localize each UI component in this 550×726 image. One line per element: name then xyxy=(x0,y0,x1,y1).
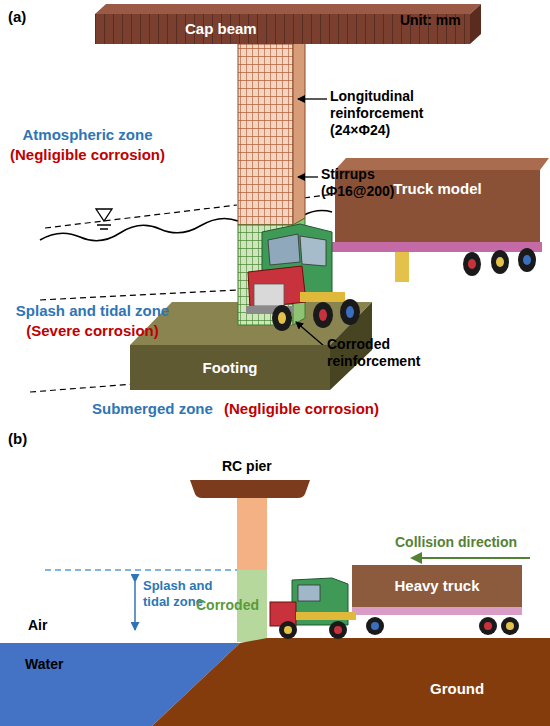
ground-body xyxy=(152,638,550,726)
wheel-hub xyxy=(319,309,327,321)
wheel xyxy=(518,248,536,272)
panel-label: (a) xyxy=(8,8,48,26)
rebar-callout: Longitudinal reinforcement (24×Φ24) xyxy=(330,88,450,138)
truck-window xyxy=(298,585,320,601)
wheel xyxy=(491,250,509,274)
wheel-hub xyxy=(334,626,342,634)
node-text: Footing xyxy=(130,345,330,390)
wheel-hub xyxy=(284,626,292,634)
zone-height-arrow xyxy=(134,582,136,630)
water-symbol xyxy=(97,225,111,229)
truck-frame xyxy=(296,612,356,620)
leader-arrow xyxy=(298,98,327,99)
corrosion-callout: Corroded reinforcement xyxy=(327,336,442,370)
zone-name: Atmospheric zone xyxy=(0,126,175,144)
pier-label: RC pier xyxy=(222,458,302,475)
wave-line xyxy=(304,211,332,215)
trailer-leg xyxy=(395,252,409,282)
footing-box: Footing xyxy=(130,345,330,390)
ground-label: Ground xyxy=(430,680,520,698)
corroded-label: Corroded xyxy=(196,597,276,614)
node-text: Heavy truck xyxy=(352,565,522,607)
truck-hood xyxy=(248,266,306,308)
wheel-hub xyxy=(506,622,514,630)
zone-name: Splash and tidal zone xyxy=(0,302,185,320)
collision-arrow xyxy=(412,557,530,559)
cap-beam-side xyxy=(470,4,481,44)
wheel xyxy=(340,299,360,325)
medium-label: Air xyxy=(28,617,78,634)
wheel xyxy=(279,621,297,639)
stirrup-callout: Stirrups (Φ16@200) xyxy=(321,166,416,200)
column-side xyxy=(293,37,305,225)
medium-label: Water xyxy=(25,656,95,673)
wheel-hub xyxy=(371,622,379,630)
trailer-chassis xyxy=(330,242,542,252)
leader-arrow xyxy=(298,176,318,177)
wheel-hub xyxy=(346,306,354,318)
wheel xyxy=(463,252,481,276)
water-level-dashed xyxy=(45,205,237,228)
leader-arrow xyxy=(296,322,324,346)
column-reinforcement xyxy=(238,44,293,225)
wheel xyxy=(479,617,497,635)
heavy-truck-trailer: Heavy truck xyxy=(352,565,522,607)
zone-dashed-line xyxy=(40,290,237,300)
truck-grille xyxy=(254,284,284,306)
wheel xyxy=(313,302,333,328)
wheel-hub xyxy=(496,257,504,267)
water-symbol xyxy=(96,209,112,221)
corrosion-level: (Severe corrosion) xyxy=(0,322,185,340)
zone-name: Submerged zone xyxy=(92,400,227,418)
wheel-hub xyxy=(523,255,531,265)
unit-note: Unit: mm xyxy=(400,12,510,29)
panel-label: (b) xyxy=(8,430,48,448)
wheel xyxy=(329,621,347,639)
tidal-dashed-line xyxy=(45,569,237,570)
wheel xyxy=(501,617,519,635)
wheel xyxy=(366,617,384,635)
corrosion-level: (Negligible corrosion) xyxy=(0,146,175,164)
pier-cap-beam xyxy=(190,480,310,498)
wheel xyxy=(272,305,292,331)
wheel-hub xyxy=(278,312,286,324)
trailer-chassis xyxy=(352,607,522,615)
truck-window xyxy=(300,236,326,266)
zone-dashed-line xyxy=(30,384,135,392)
wave-line xyxy=(40,218,238,240)
wheel-hub xyxy=(484,622,492,630)
truck-windshield xyxy=(268,234,300,265)
direction-label: Collision direction xyxy=(395,534,545,551)
corrosion-level: (Negligible corrosion) xyxy=(224,400,404,418)
truck-tank xyxy=(300,292,345,302)
wheel-hub xyxy=(468,259,476,269)
pier-column xyxy=(237,498,267,570)
